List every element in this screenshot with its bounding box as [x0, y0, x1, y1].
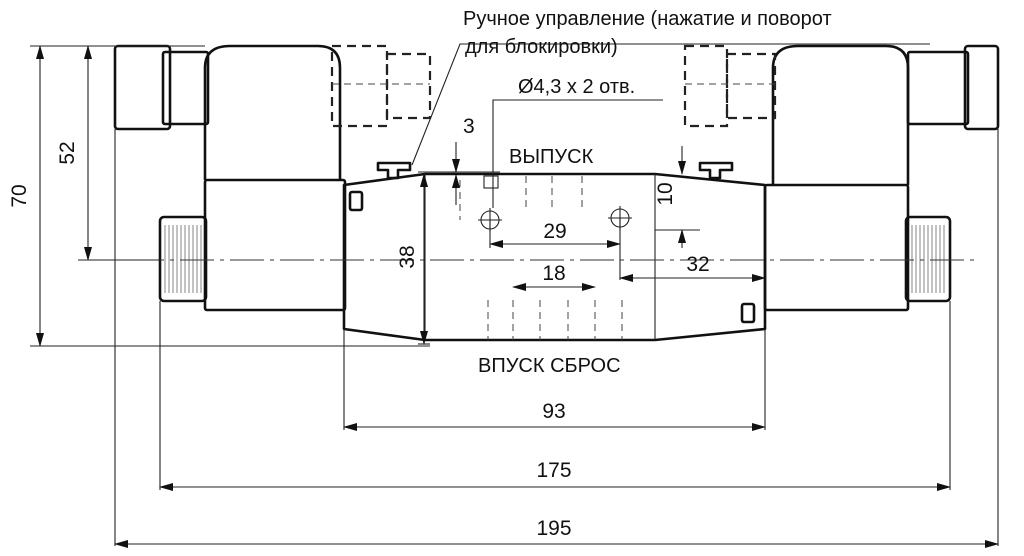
right-solenoid	[683, 44, 1000, 324]
dim-height-coil: 52	[56, 141, 79, 164]
dim-length-no-connectors: 175	[536, 459, 571, 482]
dim-body-height: 38	[396, 245, 419, 268]
dim-height-total: 70	[8, 184, 31, 207]
dimension-lines	[36, 43, 999, 548]
dim-manual-offset: 3	[463, 115, 475, 138]
manual-override-label-line1: Ручное управление (нажатие и поворот	[463, 8, 832, 30]
valve-outline	[80, 44, 1000, 342]
inlet-exhaust-port-label: ВПУСК СБРОС	[478, 355, 621, 377]
left-knurled-knob	[158, 215, 208, 303]
manual-override-label-line2: для блокировки)	[465, 36, 618, 58]
dim-port-spacing: 18	[542, 262, 565, 285]
dim-body-length: 93	[542, 400, 565, 423]
right-knurled-knob	[904, 215, 952, 303]
left-solenoid	[113, 44, 432, 312]
dim-hole-spacing: 29	[543, 220, 566, 243]
outlet-port-label: ВЫПУСК	[509, 146, 594, 168]
dim-length-total: 195	[536, 517, 571, 540]
mounting-holes-label: Ø4,3 x 2 отв.	[518, 76, 635, 98]
extension-lines	[30, 45, 999, 546]
dim-center-offset: 32	[686, 253, 709, 276]
dim-hole-offset: 10	[654, 182, 677, 205]
